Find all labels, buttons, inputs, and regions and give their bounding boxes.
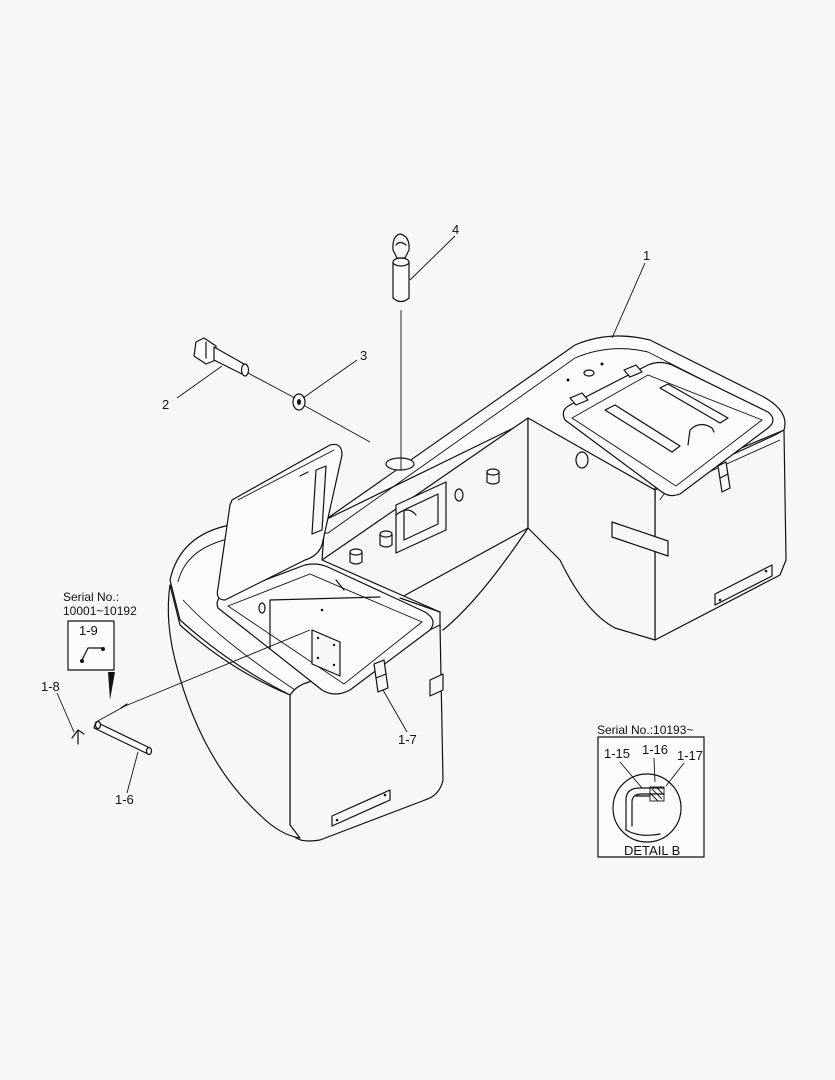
detail-b-frame <box>597 736 705 858</box>
callout-1-15: 1-15 <box>604 746 630 761</box>
leader-lines <box>56 235 646 794</box>
serial-early-box <box>67 620 115 671</box>
right-lid <box>562 361 774 497</box>
callout-1-7: 1-7 <box>398 732 417 747</box>
detail-b-inset: Serial No.:10193~ 1-15 1-16 1-17 DETAIL … <box>597 723 705 858</box>
rod-part-1-6 <box>93 629 311 756</box>
callout-4: 4 <box>452 222 459 237</box>
clip-part-1-8 <box>71 729 85 745</box>
left-lid-open <box>216 443 434 695</box>
callout-2: 2 <box>162 397 169 412</box>
detail-b-serial: Serial No.:10193~ <box>597 723 693 737</box>
callout-1-16: 1-16 <box>642 742 668 757</box>
serial-early-line2: 10001~10192 <box>63 604 137 618</box>
washer-part-3 <box>292 393 306 411</box>
serial-inset-early: Serial No.: 10001~10192 1-9 <box>63 590 137 700</box>
callout-1-9: 1-9 <box>79 623 98 638</box>
serial-early-line1: Serial No.: <box>63 590 119 604</box>
detail-b-circle <box>612 773 682 843</box>
callout-1-17: 1-17 <box>677 748 703 763</box>
callout-1: 1 <box>643 248 650 263</box>
detail-b-title: DETAIL B <box>624 843 680 858</box>
bolt-part-2 <box>193 337 250 377</box>
pin-part-4 <box>392 233 410 470</box>
bolt-axis-line <box>247 372 371 443</box>
callout-1-8: 1-8 <box>41 679 60 694</box>
callout-3: 3 <box>360 348 367 363</box>
callout-1-6: 1-6 <box>115 792 134 807</box>
